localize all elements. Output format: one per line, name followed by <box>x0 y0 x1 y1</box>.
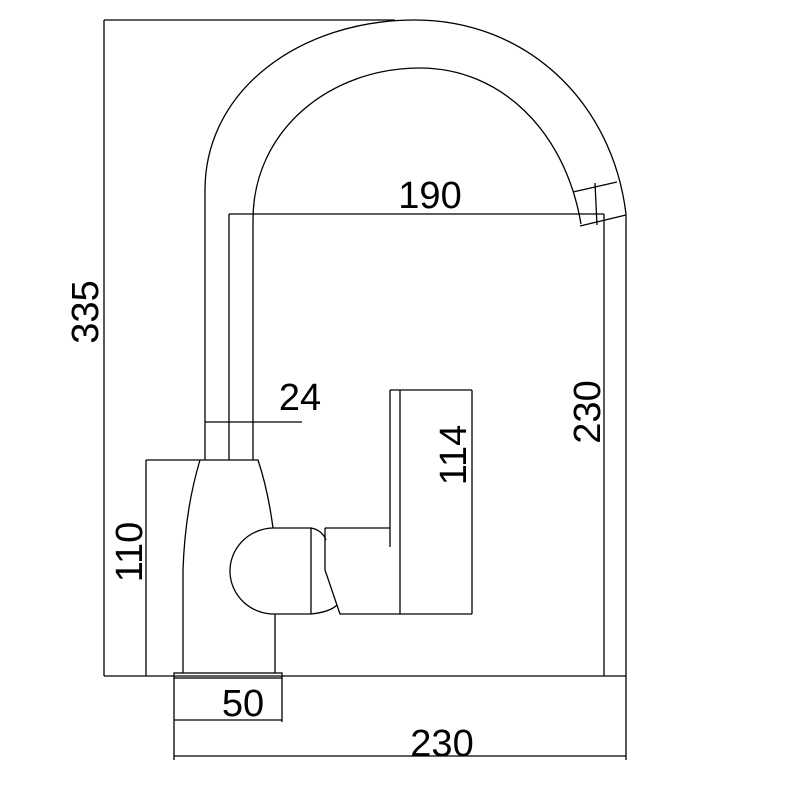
dim-body-height: 110 <box>109 522 151 583</box>
spout-outer <box>204 19 627 460</box>
body <box>182 459 276 673</box>
dim-tube-diameter: 24 <box>279 377 321 419</box>
handle <box>324 389 401 615</box>
dimension-lines <box>103 19 627 760</box>
dim-total-width: 230 <box>410 723 473 765</box>
dim-base-width: 50 <box>222 683 264 725</box>
spout-inner <box>252 67 582 460</box>
dim-spout-reach: 190 <box>398 175 461 217</box>
ball-joint <box>229 527 338 615</box>
dim-handle-height: 114 <box>433 425 475 486</box>
dim-spout-height: 230 <box>567 380 609 443</box>
spout-tip <box>572 181 627 227</box>
dim-total-height: 335 <box>65 280 107 343</box>
faucet-outline <box>173 19 627 679</box>
